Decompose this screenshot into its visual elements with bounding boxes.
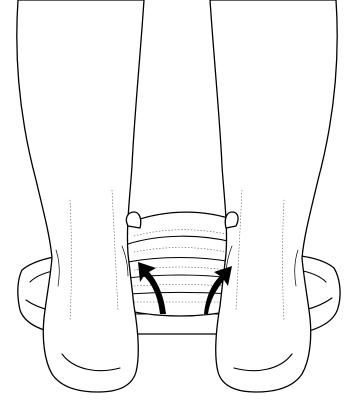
right-leg-outline bbox=[210, 0, 337, 392]
left-leg-outline bbox=[17, 0, 144, 392]
left-leg bbox=[17, 0, 144, 392]
right-leg bbox=[210, 0, 337, 392]
right-big-toe bbox=[225, 212, 238, 228]
left-big-toe bbox=[126, 212, 140, 228]
